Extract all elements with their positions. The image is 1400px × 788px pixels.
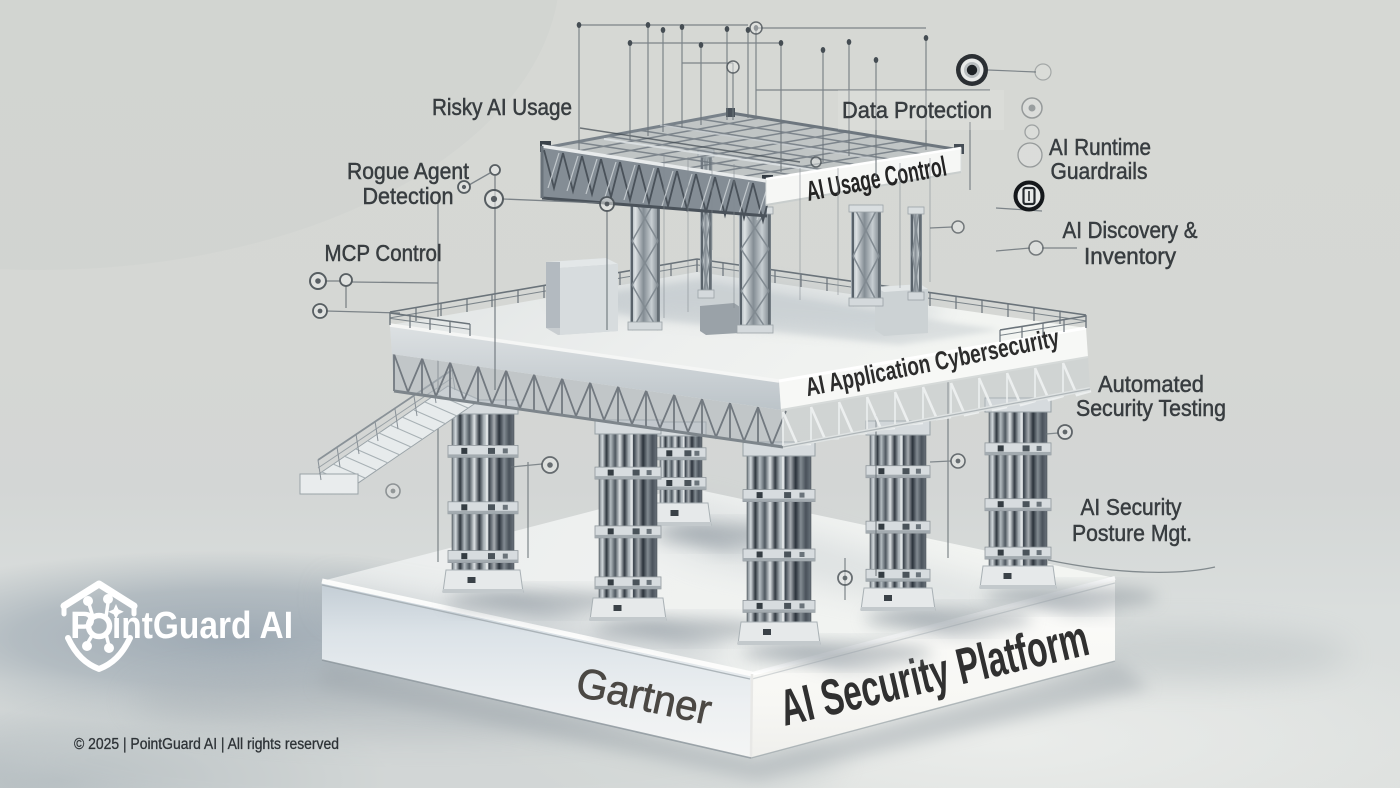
svg-text:Security Testing: Security Testing [1076,395,1226,421]
svg-text:Automated: Automated [1098,371,1204,397]
svg-text:MCP Control: MCP Control [325,240,442,266]
svg-text:Risky AI Usage: Risky AI Usage [432,94,572,120]
svg-text:P: P [70,605,95,647]
svg-text:Inventory: Inventory [1084,243,1176,269]
svg-text:Posture Mgt.: Posture Mgt. [1072,520,1192,546]
svg-text:Detection: Detection [363,183,454,209]
svg-text:AI Discovery &: AI Discovery & [1063,217,1198,243]
svg-text:intGuard AI: intGuard AI [112,605,293,647]
svg-text:© 2025 | PointGuard AI | All r: © 2025 | PointGuard AI | All rights rese… [74,736,339,753]
svg-text:Rogue Agent: Rogue Agent [347,158,470,184]
svg-text:AI Security: AI Security [1081,494,1182,520]
svg-text:Data Protection: Data Protection [842,97,992,123]
svg-text:Guardrails: Guardrails [1051,158,1148,184]
svg-text:AI Runtime: AI Runtime [1049,134,1151,160]
